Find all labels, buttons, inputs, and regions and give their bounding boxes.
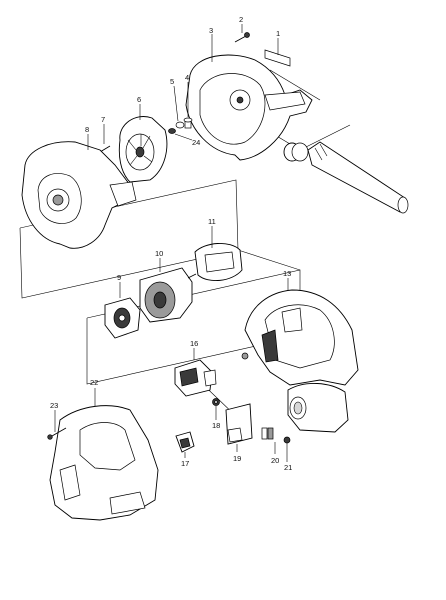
nozzle-ring (283, 142, 309, 162)
part-3-fan-housing (185, 34, 313, 161)
part-10-motor (139, 258, 197, 323)
callout-10: 10 (155, 249, 163, 258)
part-18-nut (212, 398, 220, 420)
part-20-terminal (261, 427, 276, 454)
callout-4: 4 (185, 73, 189, 82)
part-1-label-plate (264, 38, 291, 67)
callout-2: 2 (239, 15, 243, 24)
part-23-screw (47, 410, 67, 440)
part-6-fan-impeller (118, 104, 168, 183)
callout-labels: 1 2 3 4 5 6 7 8 9 10 11 13 16 17 18 19 2… (50, 15, 292, 472)
part-21-screw (283, 436, 291, 462)
callout-7: 7 (101, 115, 105, 124)
callout-20: 20 (271, 456, 279, 465)
callout-19: 19 (233, 454, 241, 463)
part-2-screw (234, 24, 250, 43)
part-8-housing-half (21, 134, 137, 249)
callout-6: 6 (137, 95, 141, 104)
part-17-connector (175, 431, 195, 458)
callout-1: 1 (276, 29, 280, 38)
part-16-switch (174, 348, 217, 397)
part-11-motor-bracket (194, 226, 243, 281)
callout-17: 17 (181, 459, 189, 468)
part-4-bolt (183, 82, 193, 129)
callout-16: 16 (190, 339, 198, 348)
callout-13: 13 (283, 269, 291, 278)
callout-5: 5 (170, 77, 174, 86)
part-5-washer (173, 85, 185, 129)
callout-9: 9 (117, 273, 121, 282)
part-22-lower-cover (49, 388, 159, 521)
callout-21: 21 (284, 463, 292, 472)
nozzle-tube (307, 141, 409, 214)
part-19-bracket-plate (225, 403, 253, 452)
part-9-brush-holder (104, 282, 141, 339)
callout-22: 22 (90, 378, 98, 387)
callout-24: 24 (192, 138, 200, 147)
part-13-handle-housing (241, 278, 359, 433)
callout-18: 18 (212, 421, 220, 430)
callout-23: 23 (50, 401, 58, 410)
part-24-nut (168, 128, 193, 141)
callout-8: 8 (85, 125, 89, 134)
callout-3: 3 (209, 26, 213, 35)
callout-11: 11 (208, 217, 216, 226)
